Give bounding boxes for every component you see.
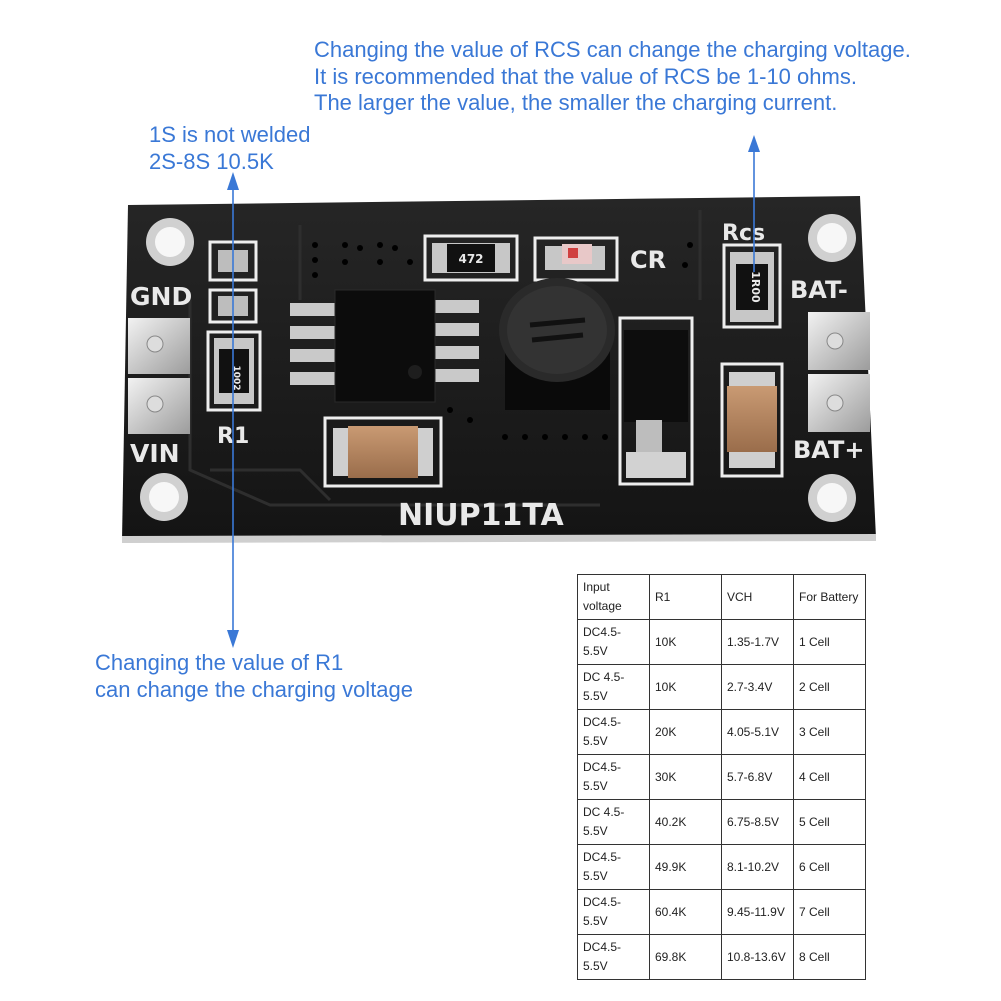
rcs-label: Rcs [722, 221, 765, 246]
cell-input-voltage: DC4.5-5.5V [577, 709, 650, 755]
cell-vch: 9.45-11.9V [721, 889, 794, 935]
input-capacitor [323, 416, 443, 488]
cell-vch: 10.8-13.6V [721, 934, 794, 980]
header-vch: VCH [721, 574, 794, 620]
cell-r1: 10K [649, 619, 722, 665]
r1-footprint [206, 240, 262, 412]
table-row: DC4.5-5.5V 10K 1.35-1.7V 1 Cell [577, 619, 866, 665]
cell-battery: 4 Cell [793, 754, 866, 800]
mounting-holes [140, 214, 856, 522]
arrow-up-head [748, 135, 760, 152]
r1-annotation-line: can change the charging voltage [95, 676, 414, 702]
arrow-up-head [227, 172, 239, 190]
table-row: DC4.5-5.5V 20K 4.05-5.1V 3 Cell [577, 709, 866, 755]
rcs-annotation-line: The larger the value, the smaller the ch… [314, 90, 838, 115]
cr-label: CR [630, 246, 666, 274]
cell-r1: 20K [649, 709, 722, 755]
table-row: DC4.5-5.5V 49.9K 8.1-10.2V 6 Cell [577, 844, 866, 890]
ic-chip [290, 289, 479, 403]
cell-battery: 5 Cell [793, 799, 866, 845]
cell-r1: 60.4K [649, 889, 722, 935]
pcb-edge [122, 534, 876, 543]
cell-battery: 1 Cell [793, 619, 866, 665]
gnd-label: GND [130, 282, 192, 311]
rcs-resistor-code: 1R00 [749, 271, 762, 303]
cell-input-voltage: DC4.5-5.5V [577, 889, 650, 935]
cell-battery: 8 Cell [793, 934, 866, 980]
r1-welding-annotation: 1S is not welded 2S-8S 10.5K [149, 122, 310, 175]
pcb-body [122, 196, 876, 540]
battery-terminals [808, 312, 870, 432]
table-row: DC 4.5-5.5V 40.2K 6.75-8.5V 5 Cell [577, 799, 866, 845]
r1-welding-line: 1S is not welded [149, 122, 311, 147]
table-row: DC 4.5-5.5V 10K 2.7-3.4V 2 Cell [577, 664, 866, 710]
cell-battery: 7 Cell [793, 889, 866, 935]
table-row: DC4.5-5.5V 30K 5.7-6.8V 4 Cell [577, 754, 866, 800]
resistor-472 [423, 234, 519, 282]
table-header-row: Input voltage R1 VCH For Battery [577, 574, 866, 620]
bat-plus-label: BAT+ [793, 436, 864, 464]
rcs-annotation-line: Changing the value of RCS can change the… [314, 37, 911, 62]
vias [312, 242, 693, 440]
cell-input-voltage: DC4.5-5.5V [577, 619, 650, 665]
led-cr [533, 236, 619, 282]
table-row: DC4.5-5.5V 69.8K 10.8-13.6V 8 Cell [577, 934, 866, 980]
r1-annotation-line: Changing the value of R1 [95, 650, 344, 675]
cell-battery: 2 Cell [793, 664, 866, 710]
cell-vch: 8.1-10.2V [721, 844, 794, 890]
cell-r1: 10K [649, 664, 722, 710]
cell-r1: 30K [649, 754, 722, 800]
table-row: DC4.5-5.5V 60.4K 9.45-11.9V 7 Cell [577, 889, 866, 935]
cell-vch: 4.05-5.1V [721, 709, 794, 755]
input-terminals [128, 318, 190, 434]
cell-vch: 5.7-6.8V [721, 754, 794, 800]
header-r1: R1 [649, 574, 722, 620]
annotation-arrows [227, 135, 760, 648]
cell-vch: 2.7-3.4V [721, 664, 794, 710]
header-input-voltage: Input voltage [577, 574, 650, 620]
cell-r1: 69.8K [649, 934, 722, 980]
arrow-down-head [227, 630, 239, 648]
cell-input-voltage: DC 4.5-5.5V [577, 664, 650, 710]
cell-vch: 6.75-8.5V [721, 799, 794, 845]
cell-input-voltage: DC 4.5-5.5V [577, 799, 650, 845]
cell-input-voltage: DC4.5-5.5V [577, 934, 650, 980]
board-model-label: NIUP11TA [398, 498, 565, 533]
cell-input-voltage: DC4.5-5.5V [577, 844, 650, 890]
rcs-annotation-line: It is recommended that the value of RCS … [314, 63, 857, 89]
cell-battery: 6 Cell [793, 844, 866, 890]
cell-battery: 3 Cell [793, 709, 866, 755]
cell-vch: 1.35-1.7V [721, 619, 794, 665]
bat-minus-label: BAT- [790, 276, 848, 304]
cell-r1: 40.2K [649, 799, 722, 845]
battery-config-table: Input voltage R1 VCH For Battery DC4.5-5… [577, 574, 866, 980]
cell-r1: 49.9K [649, 844, 722, 890]
output-capacitor [720, 362, 784, 478]
rcs-resistor [722, 243, 782, 329]
inductor [499, 278, 615, 410]
resistor-472-code: 472 [458, 252, 483, 266]
cell-input-voltage: DC4.5-5.5V [577, 754, 650, 800]
r1-resistor-code: 1002 [231, 365, 241, 390]
r1-annotation: Changing the value of R1 can change the … [95, 650, 413, 703]
rcs-annotation: Changing the value of RCS can change the… [314, 37, 911, 117]
vin-label: VIN [130, 439, 180, 468]
r1-welding-line: 2S-8S 10.5K [149, 148, 274, 174]
diode-component [618, 316, 694, 486]
header-for-battery: For Battery [793, 574, 866, 620]
